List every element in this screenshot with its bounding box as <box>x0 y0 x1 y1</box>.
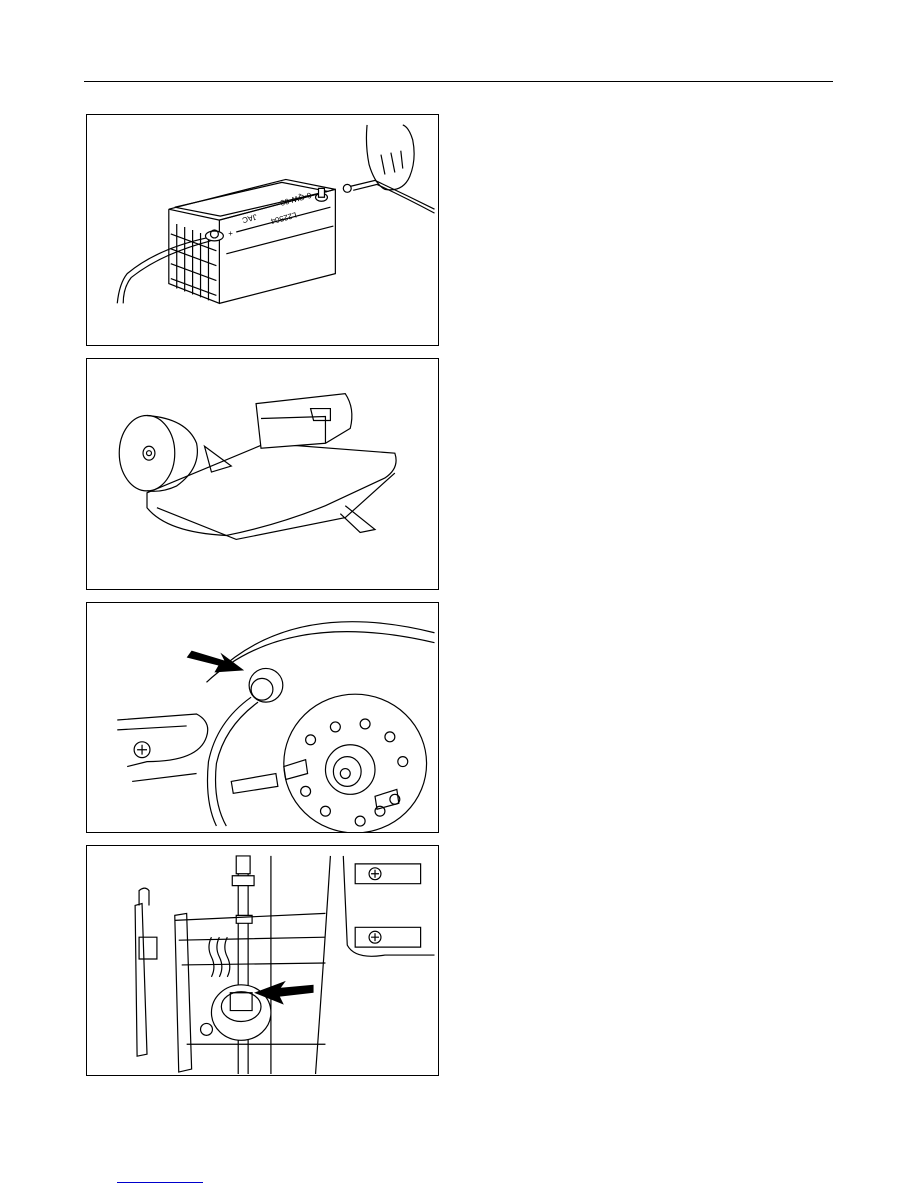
battery-brand-label: JAC <box>241 212 258 225</box>
arrow-indicator <box>254 980 314 1005</box>
figure-component-cover <box>86 358 439 590</box>
battery-illustration: JAC L22504 6-QW-90 + <box>87 115 438 345</box>
arrow-indicator <box>186 650 245 673</box>
battery-part-number-label: L22504 <box>269 210 297 226</box>
mechanism-illustration <box>87 846 438 1075</box>
figure-backing-plate <box>86 602 439 833</box>
header-rule <box>84 81 833 82</box>
backing-plate-illustration <box>87 603 438 832</box>
component-illustration <box>87 359 438 589</box>
positive-terminal-mark: + <box>228 229 233 238</box>
figure-mechanism <box>86 845 439 1076</box>
footer-link-underline[interactable] <box>117 1182 203 1183</box>
figure-battery-disconnect: JAC L22504 6-QW-90 + <box>86 114 439 346</box>
